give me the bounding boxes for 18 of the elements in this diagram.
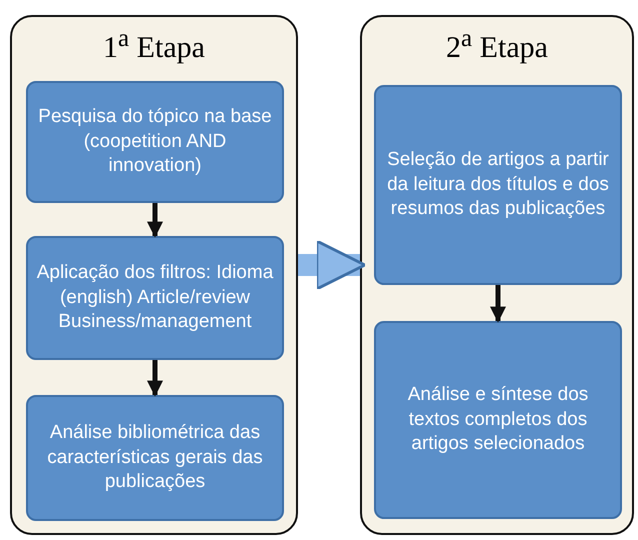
stage-title: 2$^{a}$ Etapa	[445, 25, 549, 65]
arrow	[490, 285, 506, 323]
step-text: Análise bibliométrica das características gerais das publicações	[46, 420, 264, 494]
process-box	[374, 85, 622, 285]
step-text: Seleção de artigos a partir da leitura dos títulos e dos resumos das publicações	[386, 148, 610, 222]
step-text: Aplicação dos filtros: Idioma (english) Article/review Business/management	[36, 260, 274, 334]
step-text: Pesquisa do tópico na base (coopetition AND innovation)	[37, 104, 273, 178]
stage-panel	[10, 15, 298, 535]
process-box	[374, 321, 622, 519]
process-box	[26, 395, 284, 521]
process-box	[26, 236, 284, 360]
arrow	[147, 360, 163, 397]
stage-panel	[360, 15, 634, 535]
stage-title: 1$^{a}$ Etapa	[102, 25, 206, 65]
arrow	[147, 203, 163, 238]
step-text: Análise e síntese dos textos completos dos artigos selecionados	[406, 382, 590, 456]
arrow	[298, 240, 366, 290]
process-box	[26, 81, 284, 203]
